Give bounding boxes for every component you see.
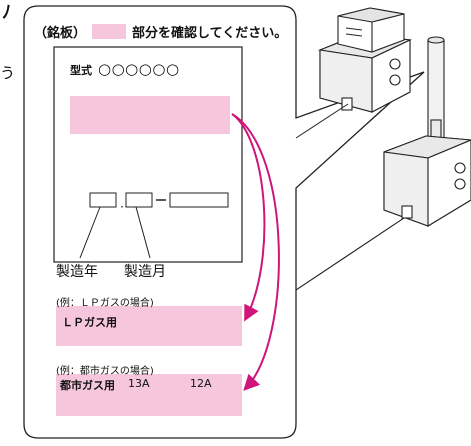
- city-code-13a: 13A: [128, 377, 150, 390]
- city-example-value: 都市ガス用: [60, 379, 115, 392]
- manufacture-year-label: 製造年: [56, 264, 98, 280]
- city-code-12a: 12A: [190, 377, 212, 390]
- city-example-box: [56, 374, 242, 416]
- nameplate-panel: [53, 46, 243, 263]
- month-box: [125, 192, 153, 208]
- model-label: 型式: [70, 64, 92, 77]
- nameplate-title-before: （銘板）: [34, 26, 87, 41]
- nameplate-highlight-area: [70, 96, 230, 134]
- year-box: [89, 192, 117, 208]
- lp-example-title: (例：ＬＰガスの場合): [56, 298, 154, 309]
- city-example-title: (例：都市ガスの場合): [56, 366, 154, 377]
- lp-example-value: ＬＰガス用: [62, 316, 117, 329]
- date-separator-dot: ·: [120, 200, 124, 214]
- serial-box: [169, 192, 229, 208]
- lower-unit-illustration: [383, 36, 471, 227]
- nameplate-title-after: 部分を確認してください。: [132, 26, 288, 41]
- highlight-swatch: [92, 24, 127, 39]
- page-fragment-top: ﾉ: [2, 2, 11, 23]
- page-fragment-mid: う: [0, 64, 16, 82]
- arrow-to-lp: [231, 113, 266, 322]
- upper-unit-illustration: [317, 7, 412, 113]
- model-row: 型式 ○○○○○○: [70, 60, 180, 78]
- manufacture-month-label: 製造月: [124, 264, 166, 280]
- arrow-to-city: [231, 113, 280, 391]
- model-value: ○○○○○○: [98, 60, 180, 78]
- nameplate-instruction: （銘板） 部分を確認してください。: [34, 22, 287, 41]
- lp-example-box: [56, 306, 242, 346]
